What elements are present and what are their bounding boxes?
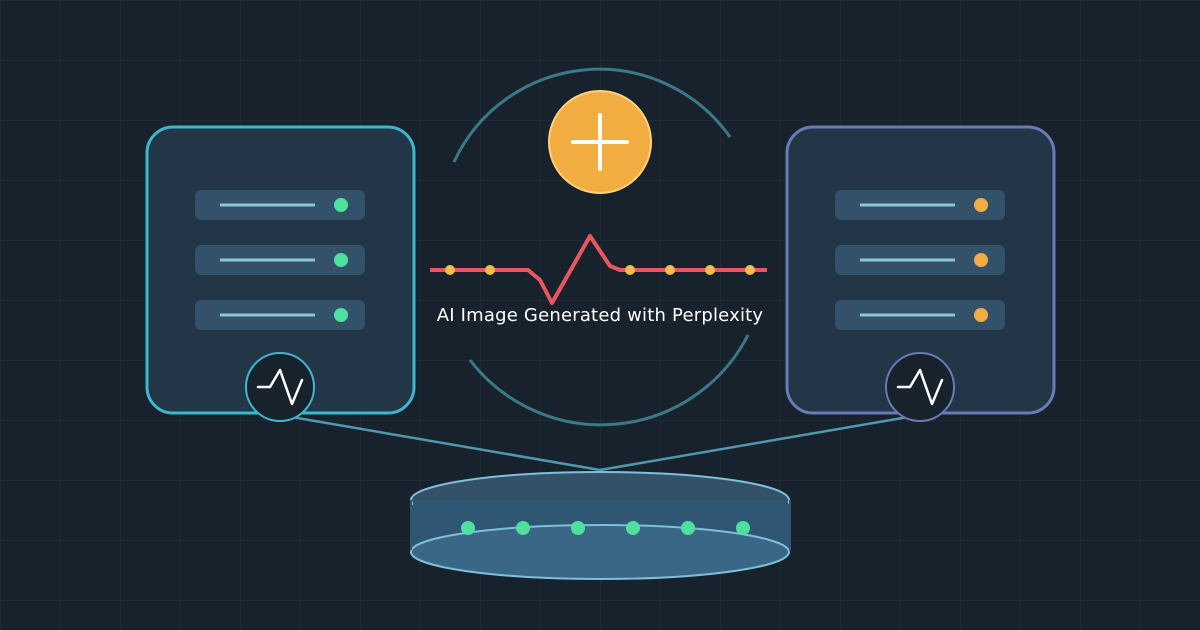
pulse-dot [445,265,455,275]
bottom-arc [468,334,750,427]
right-server-led [974,308,988,322]
heartbeat-icon [885,352,955,422]
pulse-dot [665,265,675,275]
pulse-dot [705,265,715,275]
left-link-line [279,413,601,472]
pulse-dot [745,265,755,275]
platform-led [461,521,475,535]
right-server-slot [835,300,1005,330]
right-server-led [974,198,988,212]
left-server-slot [195,245,365,275]
left-server-led [334,253,348,267]
left-server-slot [195,190,365,220]
platform-led [516,521,530,535]
top-arc [452,67,732,163]
left-server-led [334,308,348,322]
right-link-line [599,413,921,472]
pulse-dot [625,265,635,275]
pulse-line [430,234,767,305]
left-server [145,125,416,422]
heartbeat-icon [245,352,315,422]
platform-bottom [410,524,790,580]
platform-led [626,521,640,535]
right-server-led [974,253,988,267]
plus-icon [548,90,652,194]
platform [410,471,791,580]
left-server-led [334,198,348,212]
platform-led [736,521,750,535]
right-server-slot [835,190,1005,220]
right-server-slot [835,245,1005,275]
caption-text: AI Image Generated with Perplexity [436,305,764,326]
platform-led [571,521,585,535]
right-server [785,125,1056,422]
platform-led [681,521,695,535]
pulse-dot [485,265,495,275]
left-server-slot [195,300,365,330]
